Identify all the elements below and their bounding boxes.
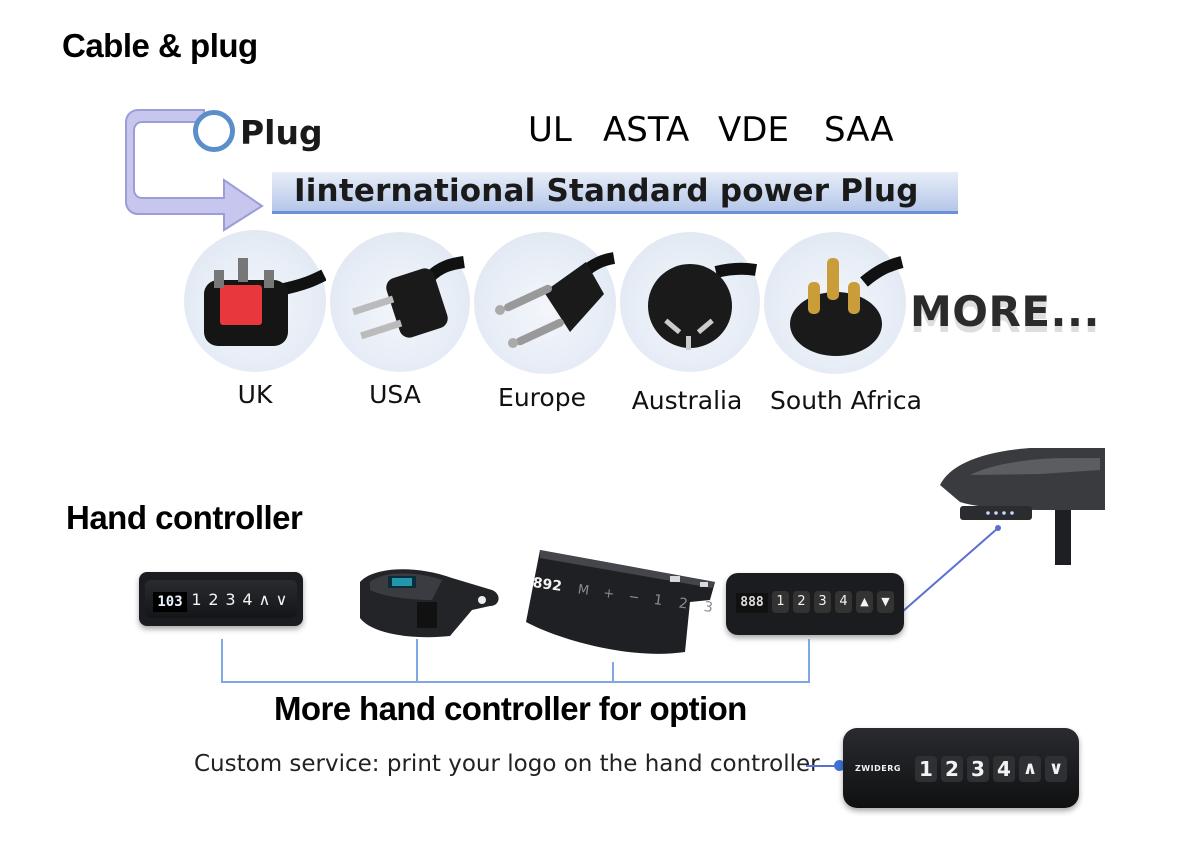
country-south-africa: South Africa xyxy=(770,386,922,415)
logo-controller-keys: 1 2 3 4 ∧ ∨ xyxy=(915,756,1067,782)
key-plus: + xyxy=(602,585,616,603)
europe-plug-icon xyxy=(495,252,616,348)
key-up: ▲ xyxy=(856,591,873,613)
controller-1-display: 103 xyxy=(153,592,187,612)
country-australia: Australia xyxy=(631,386,743,415)
plug-arrow-icon xyxy=(125,109,264,232)
usa-plug-icon xyxy=(352,256,465,340)
standard-banner: Iinternational Standard power Plug xyxy=(272,172,958,214)
controller-3-display: 892 xyxy=(531,574,563,595)
plug-circle-icon xyxy=(193,110,235,152)
australia-plug-circle xyxy=(620,232,760,372)
key-2: 2 xyxy=(208,590,219,609)
key-3: 3 xyxy=(967,756,989,782)
banner-text: Iinternational Standard power Plug xyxy=(294,173,919,209)
uk-plug-circle xyxy=(184,230,327,372)
controller-1-keys: 1 2 3 4 ∧ ∨ xyxy=(189,590,289,609)
hand-controller-1: 103 1 2 3 4 ∧ ∨ xyxy=(139,572,303,626)
more-text: MORE... xyxy=(910,287,1100,336)
key-1: 1 xyxy=(652,591,664,610)
bracket-drop-3 xyxy=(612,662,614,683)
country-usa: USA xyxy=(369,380,421,409)
hand-controller-3 xyxy=(526,550,715,654)
key-3: 3 xyxy=(814,591,831,613)
key-2: 2 xyxy=(677,595,689,613)
custom-service-connector xyxy=(806,765,840,767)
australia-plug-icon xyxy=(648,262,757,350)
controller-4-display: 888 xyxy=(736,593,768,613)
desk-connector-line xyxy=(901,525,1001,613)
key-down: ∨ xyxy=(275,590,288,609)
hand-controller-title: Hand controller xyxy=(66,499,303,536)
logo-hand-controller: ZWIDERG 1 2 3 4 ∧ ∨ xyxy=(843,728,1079,808)
key-4: 4 xyxy=(242,590,253,609)
key-3: 3 xyxy=(225,590,236,609)
cert-vde: VDE xyxy=(718,110,789,150)
cert-saa: SAA xyxy=(824,110,894,150)
uk-plug-icon xyxy=(204,258,327,346)
bracket-left-drop xyxy=(221,639,223,683)
key-2: 2 xyxy=(793,591,810,613)
desk-icon xyxy=(940,448,1105,565)
key-up: ∧ xyxy=(1019,756,1041,782)
controller-brand-logo: ZWIDERG xyxy=(855,764,901,773)
more-controllers-caption: More hand controller for option xyxy=(274,690,747,727)
plug-label: Plug xyxy=(240,113,323,152)
key-down: ∨ xyxy=(1045,756,1067,782)
usa-plug-circle xyxy=(330,232,470,372)
controller-4-keys: 1 2 3 4 ▲ ▼ xyxy=(772,591,894,613)
south-africa-plug-circle xyxy=(764,232,906,374)
key-down: ▼ xyxy=(877,591,894,613)
custom-service-text: Custom service: print your logo on the h… xyxy=(194,751,820,777)
country-europe: Europe xyxy=(498,383,586,412)
bracket-horizontal xyxy=(221,681,810,683)
key-minus: − xyxy=(627,589,641,606)
hand-controller-4: 888 1 2 3 4 ▲ ▼ xyxy=(726,573,904,635)
cable-plug-title: Cable & plug xyxy=(62,27,258,64)
hand-controller-2 xyxy=(360,569,499,638)
south-africa-plug-icon xyxy=(790,256,904,356)
bracket-drop-2 xyxy=(416,639,418,683)
country-uk: UK xyxy=(237,380,273,409)
key-1: 1 xyxy=(191,590,202,609)
key-2: 2 xyxy=(941,756,963,782)
key-1: 1 xyxy=(772,591,789,613)
key-1: 1 xyxy=(915,756,937,782)
europe-plug-circle xyxy=(474,232,616,374)
cert-asta: ASTA xyxy=(603,110,690,150)
key-m: M xyxy=(576,582,591,599)
bracket-right-drop xyxy=(808,639,810,683)
key-4: 4 xyxy=(835,591,852,613)
connector-dot xyxy=(834,760,845,771)
key-4: 4 xyxy=(993,756,1015,782)
cert-ul: UL xyxy=(528,110,572,150)
key-up: ∧ xyxy=(258,590,271,609)
